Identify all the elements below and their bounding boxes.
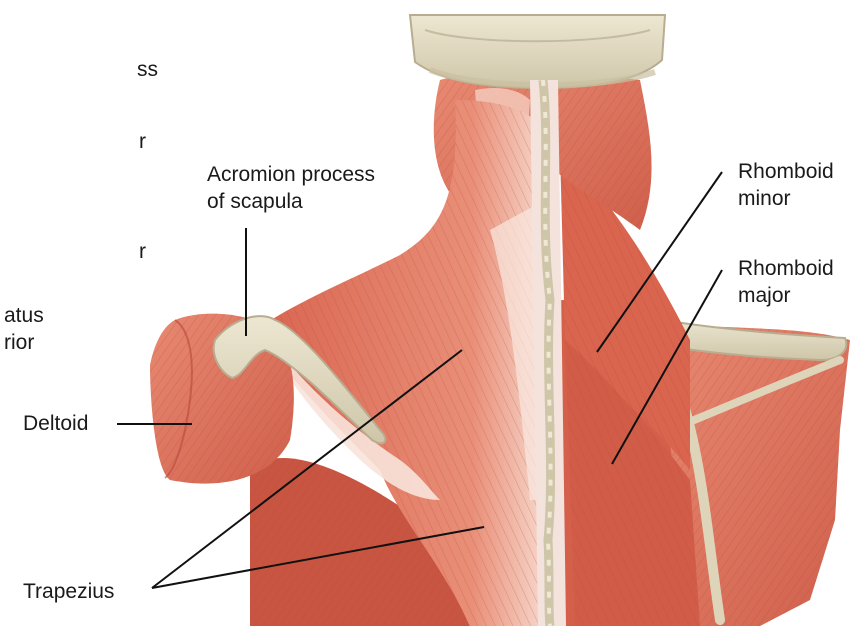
cut-label-4-line1: atus <box>4 303 44 328</box>
cut-label-4-line2: rior <box>4 330 34 355</box>
rhomboid-major-label-line2: major <box>738 283 791 308</box>
cut-label-3: r <box>139 239 146 264</box>
acromion-label-line2: of scapula <box>207 189 303 214</box>
cut-label-1: ss <box>137 57 158 82</box>
rhomboid-minor-label-line1: Rhomboid <box>738 159 834 184</box>
acromion-label-line1: Acromion process <box>207 162 375 187</box>
rhomboid-major-label-line1: Rhomboid <box>738 256 834 281</box>
deltoid-label: Deltoid <box>23 411 88 436</box>
skull-base <box>410 15 665 88</box>
cut-label-2: r <box>139 129 146 154</box>
rhomboid-minor-label-line2: minor <box>738 186 791 211</box>
trapezius-label: Trapezius <box>23 579 114 604</box>
